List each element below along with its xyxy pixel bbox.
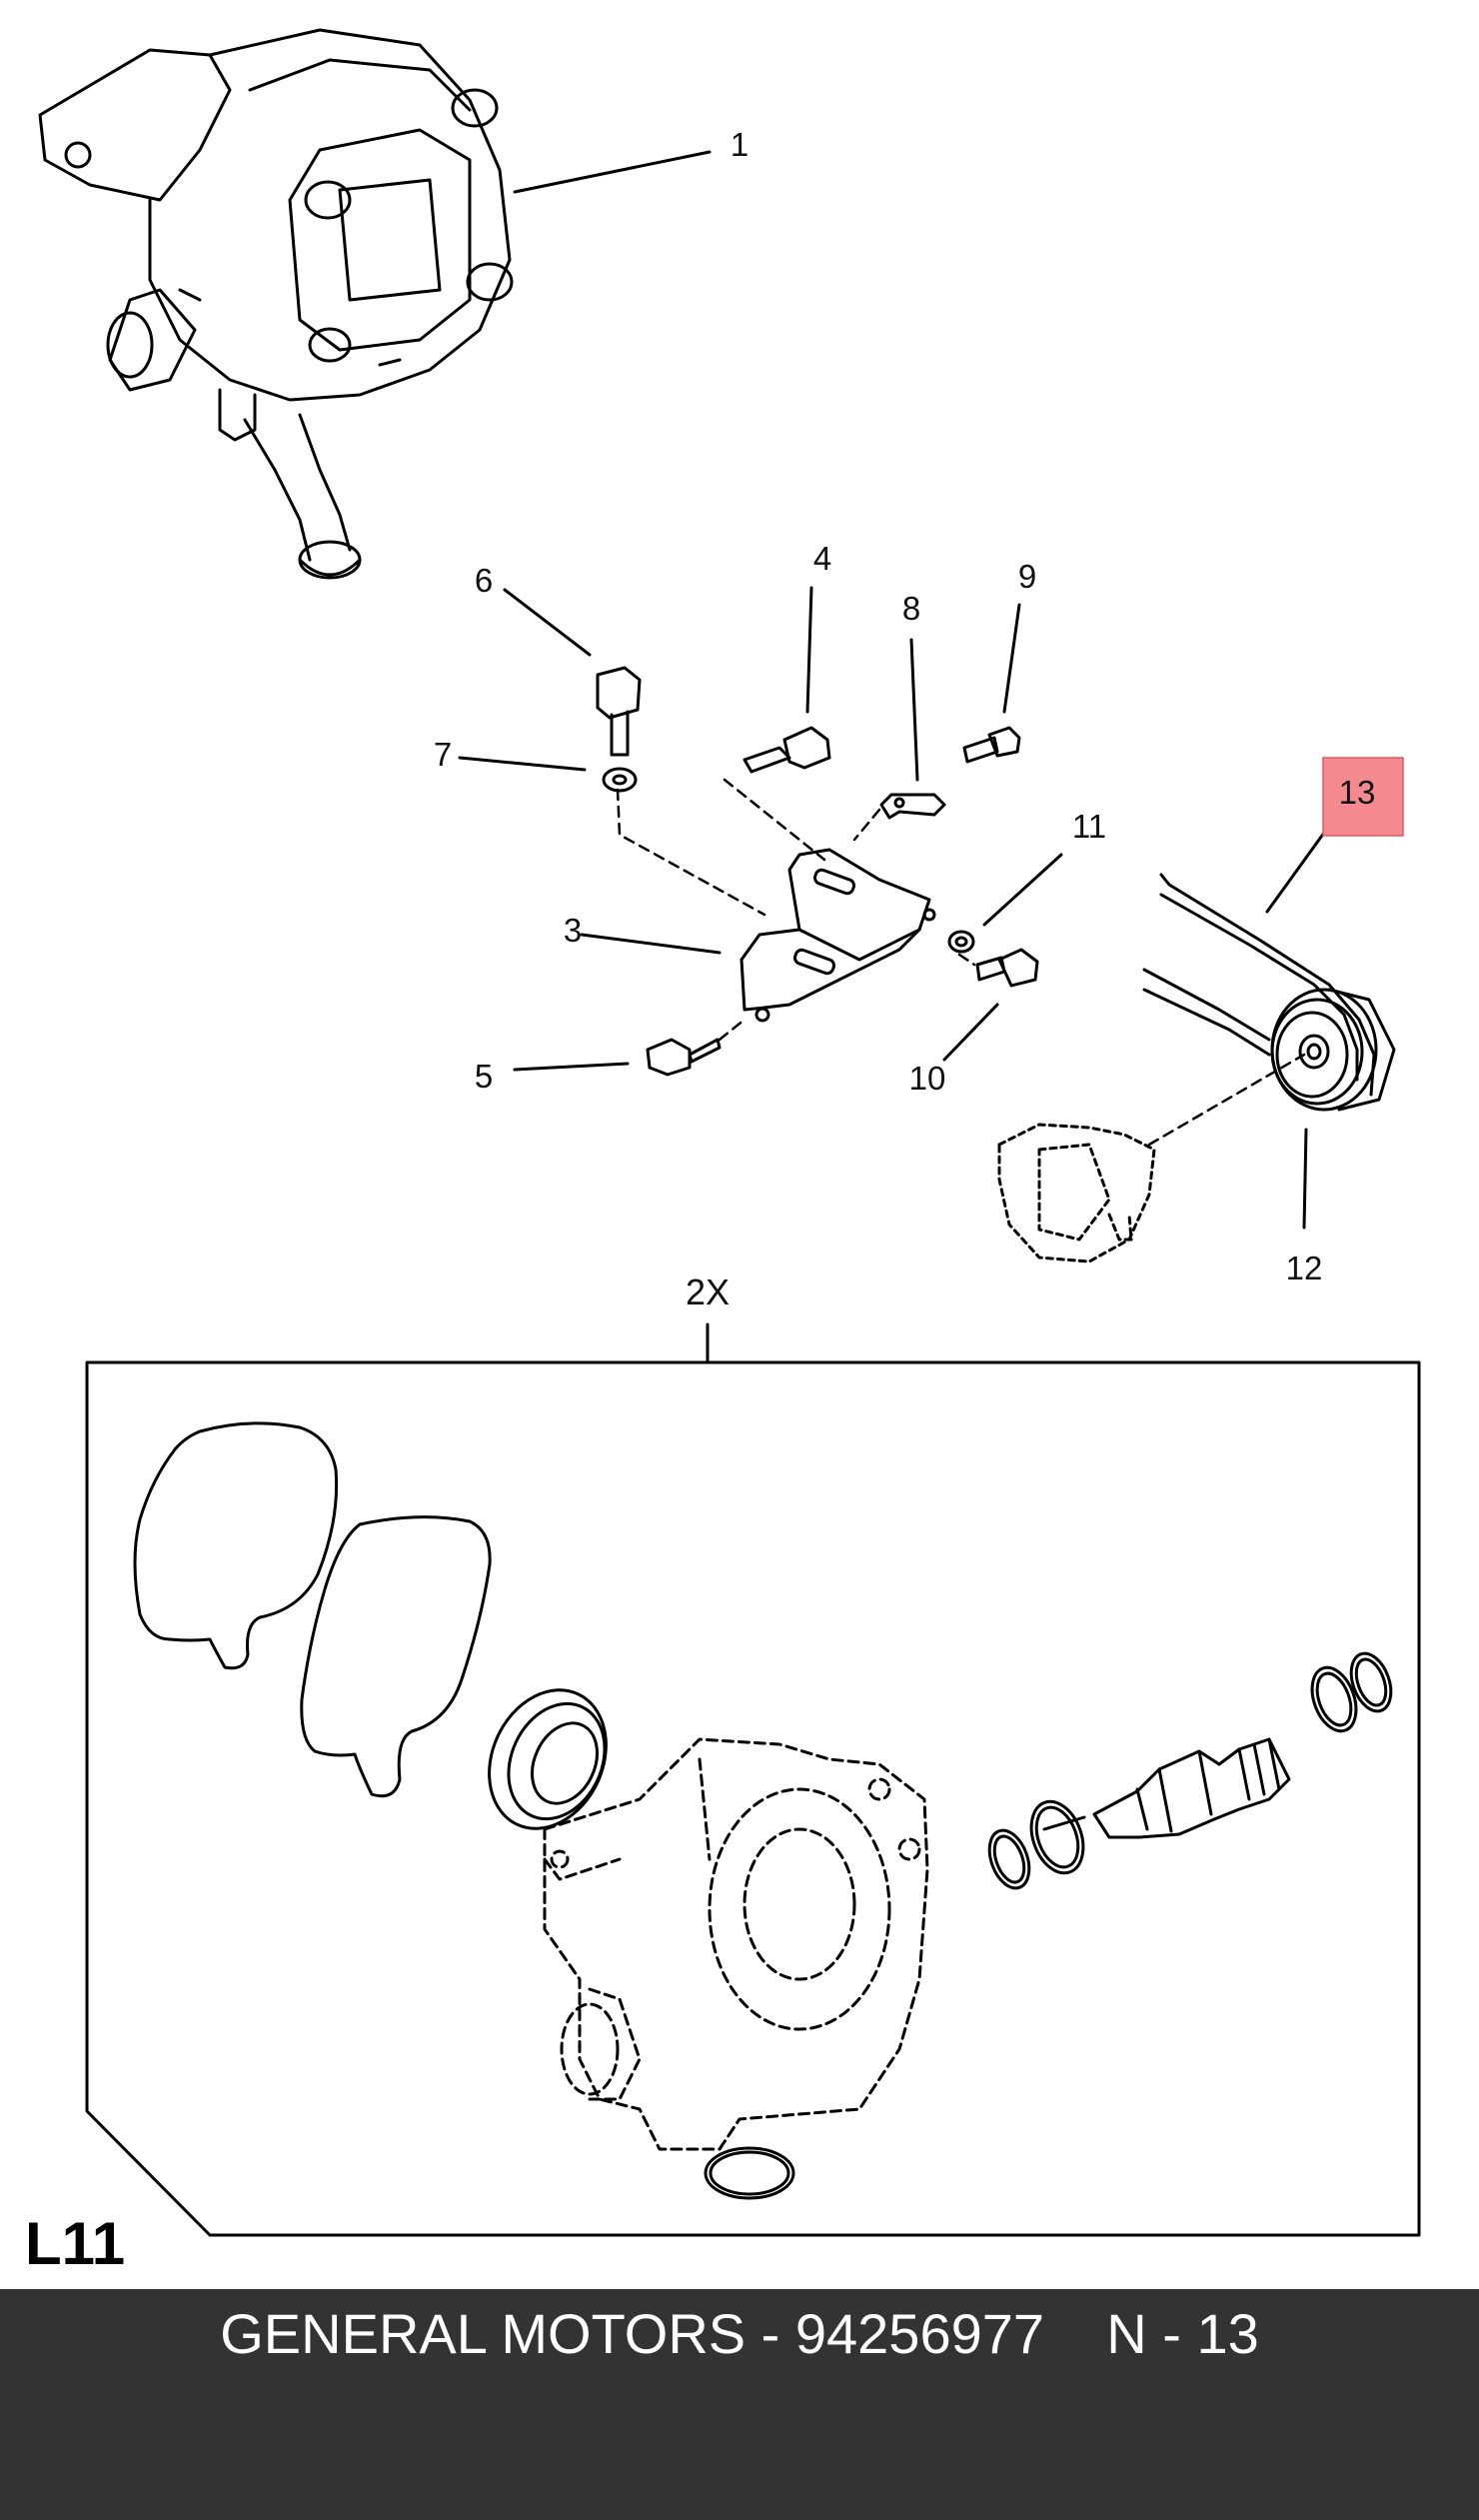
bracket-part-3 <box>740 848 936 1023</box>
callout-3: 3 <box>564 912 582 949</box>
callout-11: 11 <box>1072 808 1106 845</box>
o-rings-left <box>987 1799 1085 1890</box>
leader-part-1 <box>513 150 712 194</box>
pulley-part-12 <box>1270 988 1396 1112</box>
footer-bar <box>0 2289 1479 2520</box>
pump-housing-dashed <box>543 1737 929 2151</box>
gasket-2 <box>300 1515 492 1798</box>
control-valve <box>1042 1737 1291 1839</box>
washer-part-11 <box>947 930 975 954</box>
kit-frame <box>85 1360 1421 2237</box>
leader-part-5 <box>513 1062 630 1072</box>
small-pump-reference <box>997 1123 1156 1263</box>
bolt-part-5 <box>646 1038 722 1077</box>
clip-part-8 <box>879 793 946 820</box>
o-ring-bottom <box>704 2146 795 2200</box>
kit-label: 2X <box>686 1271 730 1312</box>
pump-assembly-part-1 <box>38 28 514 580</box>
leader-part-8 <box>909 638 919 782</box>
bolt-part-10 <box>975 948 1039 988</box>
alignment-lines <box>616 778 1306 1147</box>
callout-13-highlight <box>1322 757 1404 837</box>
leader-part-9 <box>1002 603 1021 714</box>
callout-6: 6 <box>475 562 493 599</box>
bolt-part-9 <box>962 726 1021 764</box>
bolt-part-6 <box>596 666 642 757</box>
callout-4: 4 <box>813 540 831 577</box>
callout-5: 5 <box>475 1058 493 1095</box>
leader-part-3 <box>580 933 722 955</box>
footer-separator: - <box>745 2302 795 2365</box>
gasket-1 <box>133 1421 339 1670</box>
callout-10: 10 <box>909 1060 946 1097</box>
footer-page: N - 13 <box>1106 2302 1259 2365</box>
leader-part-11 <box>982 853 1063 927</box>
section-label: L11 <box>25 2210 125 2277</box>
leader-part-7 <box>458 756 587 772</box>
oil-seal <box>488 1688 608 1830</box>
footer-caption: GENERAL MOTORS - 94256977 N - 13 <box>0 2299 1479 2369</box>
leader-part-6 <box>503 588 592 657</box>
callout-7: 7 <box>434 736 452 773</box>
washer-part-7 <box>602 767 638 793</box>
footer-part-number: 94256977 <box>794 2302 1045 2365</box>
leader-part-4 <box>805 586 813 714</box>
bolt-part-4 <box>742 726 831 774</box>
callout-12: 12 <box>1286 1250 1323 1286</box>
callout-1: 1 <box>731 126 748 163</box>
callout-9: 9 <box>1018 558 1036 595</box>
leader-part-10 <box>942 1003 999 1062</box>
footer-brand: GENERAL MOTORS <box>220 2302 746 2365</box>
parts-diagram: 1 3 4 5 6 7 8 9 10 11 12 13 2X L11 <box>25 28 1421 2277</box>
footer-gap <box>1044 2302 1106 2365</box>
callout-13: 13 <box>1339 774 1376 811</box>
leader-part-12 <box>1302 1128 1308 1230</box>
o-rings-right <box>1310 1651 1393 1733</box>
callout-8: 8 <box>902 590 920 627</box>
belt-part-13 <box>1142 873 1376 1097</box>
